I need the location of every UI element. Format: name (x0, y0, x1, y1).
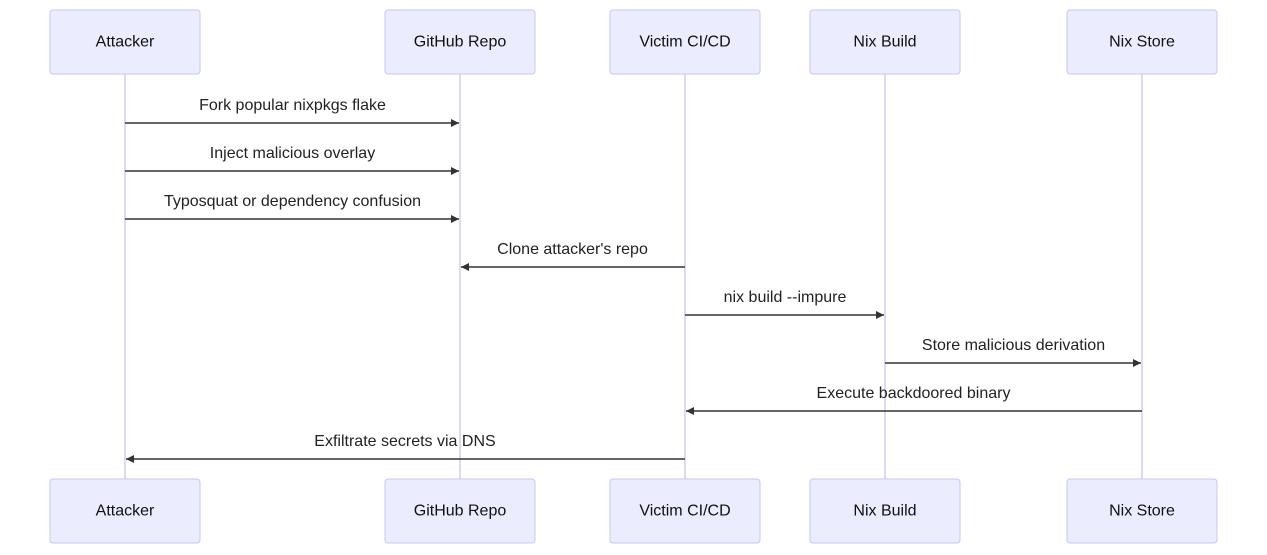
actor-box (384, 9, 536, 75)
actor-store-top: Nix Store (1066, 9, 1218, 75)
actor-label: GitHub Repo (414, 503, 507, 520)
actor-box (49, 478, 201, 544)
message-label: Clone attacker's repo (497, 241, 648, 258)
message: Typosquat or dependency confusion (125, 193, 459, 223)
actor-box (49, 9, 201, 75)
actor-cicd-top: Victim CI/CD (609, 9, 761, 75)
actor-label: Nix Store (1109, 503, 1175, 520)
actor-store-bottom: Nix Store (1066, 478, 1218, 544)
actor-box (809, 9, 961, 75)
message-label: Typosquat or dependency confusion (164, 193, 421, 210)
message: Execute backdoored binary (686, 385, 1142, 415)
message-label: nix build --impure (724, 289, 847, 306)
actor-cicd-bottom: Victim CI/CD (609, 478, 761, 544)
actor-label: Victim CI/CD (639, 503, 730, 520)
message-label: Fork popular nixpkgs flake (199, 97, 386, 114)
message: Inject malicious overlay (125, 145, 459, 175)
actor-build-bottom: Nix Build (809, 478, 961, 544)
actor-box (384, 478, 536, 544)
actor-build-top: Nix Build (809, 9, 961, 75)
actor-label: Nix Store (1109, 34, 1175, 51)
actor-label: Victim CI/CD (639, 34, 730, 51)
actor-label: Nix Build (853, 503, 916, 520)
actor-box (609, 9, 761, 75)
actor-github-top: GitHub Repo (384, 9, 536, 75)
message: Clone attacker's repo (461, 241, 685, 271)
message: Exfiltrate secrets via DNS (126, 433, 685, 463)
message: nix build --impure (685, 289, 884, 319)
actor-label: Attacker (96, 503, 155, 520)
actor-label: GitHub Repo (414, 34, 507, 51)
message: Fork popular nixpkgs flake (125, 97, 459, 127)
actor-box (1066, 478, 1218, 544)
message-label: Inject malicious overlay (210, 145, 375, 162)
actor-box (809, 478, 961, 544)
message: Store malicious derivation (885, 337, 1141, 367)
actor-github-bottom: GitHub Repo (384, 478, 536, 544)
actor-label: Nix Build (853, 34, 916, 51)
message-label: Exfiltrate secrets via DNS (314, 433, 495, 450)
actor-box (609, 478, 761, 544)
message-label: Store malicious derivation (922, 337, 1105, 354)
actor-box (1066, 9, 1218, 75)
actor-attacker-bottom: Attacker (49, 478, 201, 544)
actor-attacker-top: Attacker (49, 9, 201, 75)
message-label: Execute backdoored binary (817, 385, 1011, 402)
actor-label: Attacker (96, 34, 155, 51)
